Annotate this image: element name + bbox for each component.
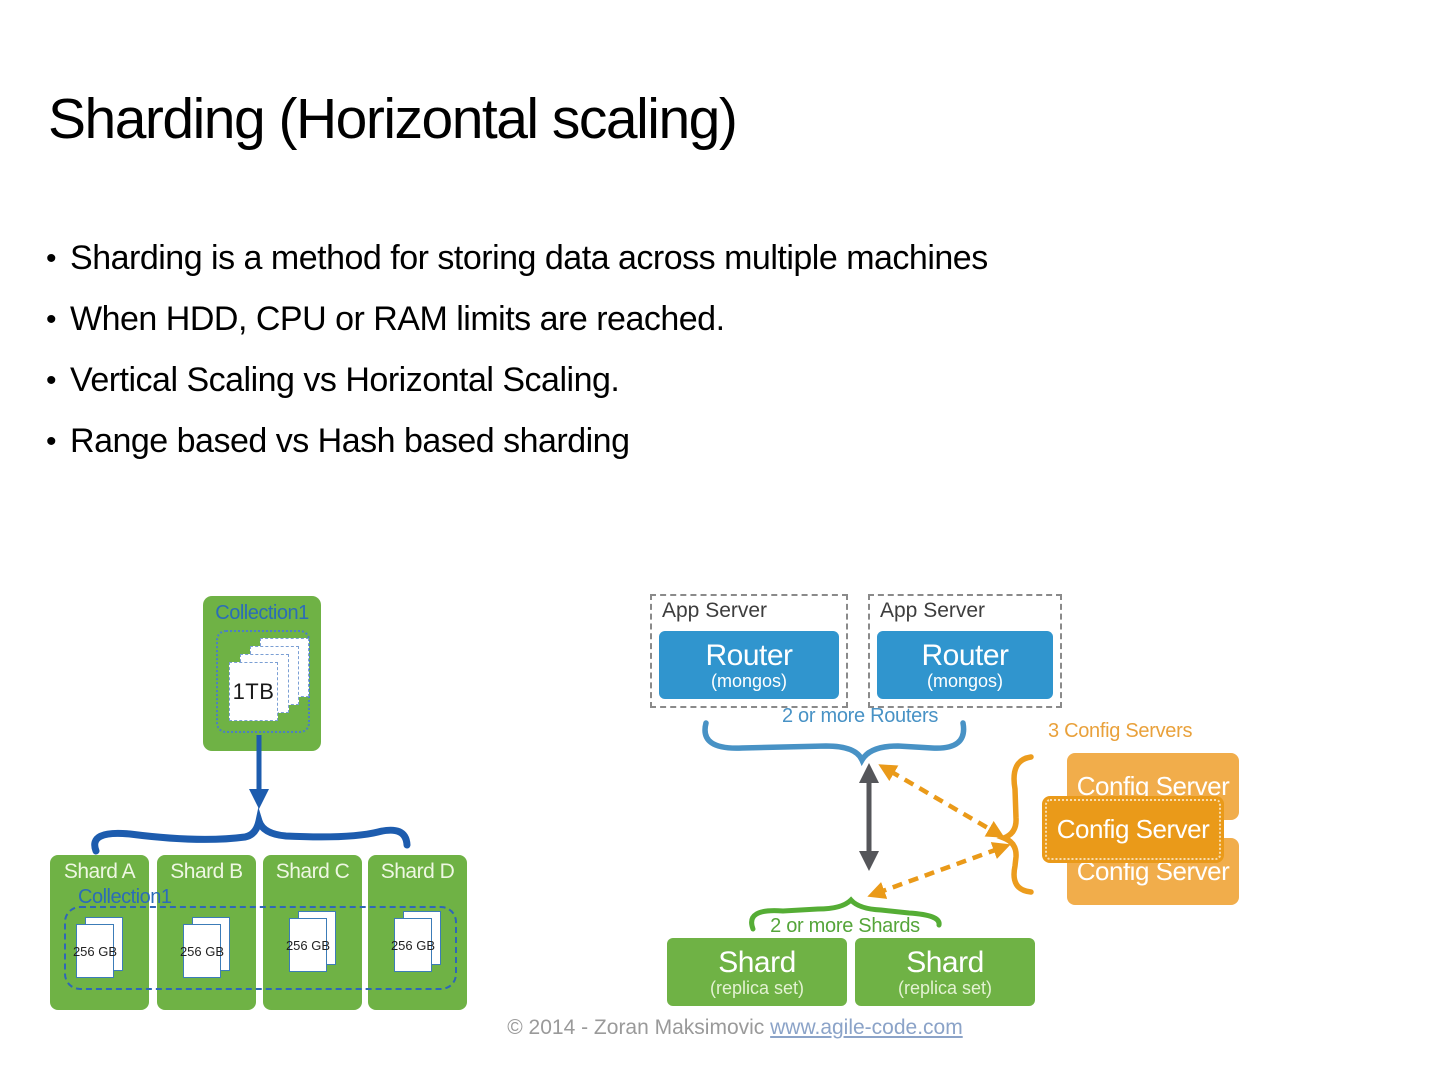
collection-label: Collection1 (215, 602, 309, 624)
shard-size-label: 256 GB (72, 943, 118, 959)
documents-dashed-outline (216, 630, 310, 733)
routers-brace (702, 720, 967, 767)
shard-title: Shard (906, 945, 984, 979)
page-title: Sharding (Horizontal scaling) (48, 87, 738, 151)
collection-size-page: 1TB (229, 662, 278, 721)
shard-size-label: 256 GB (285, 937, 331, 953)
shard-b-box: Shard B 256 GB (157, 855, 256, 1010)
router-subtitle: (mongos) (926, 670, 1004, 691)
router-title: Router (921, 638, 1009, 672)
shard-title: Shard (718, 945, 796, 979)
footer-link[interactable]: www.agile-code.com (770, 1016, 963, 1039)
shard-name: Shard B (170, 860, 243, 883)
shard-name: Shard C (275, 860, 350, 883)
shard-size-label: 256 GB (390, 937, 436, 953)
app-server-box: App Server Router (mongos) (650, 594, 848, 708)
collection-size-label: 1TB (232, 678, 275, 704)
router-box: Router (mongos) (659, 631, 839, 699)
footer: © 2014 - Zoran Maksimovic www.agile-code… (30, 1016, 1440, 1040)
config-server-box: Config Server (1042, 796, 1224, 863)
bullet-item: Vertical Scaling vs Horizontal Scaling. (46, 350, 988, 411)
config-servers-count-note: 3 Config Servers (1048, 720, 1193, 742)
shard-subtitle: (replica set) (709, 977, 805, 998)
shard-size-page: 256 GB (72, 924, 118, 978)
shard-a-box: Shard A 256 GB (50, 855, 149, 1010)
shard-size-page: 256 GB (390, 918, 436, 972)
bullet-item: Range based vs Hash based sharding (46, 411, 988, 472)
shard-subtitle: (replica set) (897, 977, 993, 998)
app-server-box: App Server Router (mongos) (868, 594, 1062, 708)
router-box: Router (mongos) (877, 631, 1053, 699)
shard-c-box: Shard C 256 GB (263, 855, 362, 1010)
app-server-label: App Server (662, 599, 768, 622)
collection-box: Collection1 1TB (203, 596, 321, 751)
config-servers-brace (996, 754, 1034, 895)
shards-gather-brace (91, 807, 411, 855)
app-server-label: App Server (880, 599, 986, 622)
shard-name: Shard A (63, 860, 136, 883)
router-config-arrow (878, 764, 1005, 838)
router-subtitle: (mongos) (710, 670, 788, 691)
copyright-text: © 2014 - Zoran Maksimovic (507, 1016, 771, 1039)
shard-replica-box: Shard (replica set) (667, 938, 847, 1006)
shard-size-label: 256 GB (179, 943, 225, 959)
router-title: Router (705, 638, 793, 672)
shard-size-page: 256 GB (285, 918, 331, 972)
bullet-list: Sharding is a method for storing data ac… (46, 228, 988, 472)
shard-size-page: 256 GB (179, 924, 225, 978)
shard-replica-box: Shard (replica set) (855, 938, 1035, 1006)
shard-config-arrow (867, 842, 1011, 899)
bullet-item: When HDD, CPU or RAM limits are reached. (46, 289, 988, 350)
shards-count-note: 2 or more Shards (770, 915, 920, 937)
bullet-item: Sharding is a method for storing data ac… (46, 228, 988, 289)
collection-span-label: Collection1 (78, 886, 172, 908)
collection-span-outline (64, 906, 457, 990)
shard-d-box: Shard D 256 GB (368, 855, 467, 1010)
routers-count-note: 2 or more Routers (781, 705, 939, 727)
config-server-label: Config Server (1056, 814, 1210, 844)
shard-name: Shard D (380, 860, 455, 883)
